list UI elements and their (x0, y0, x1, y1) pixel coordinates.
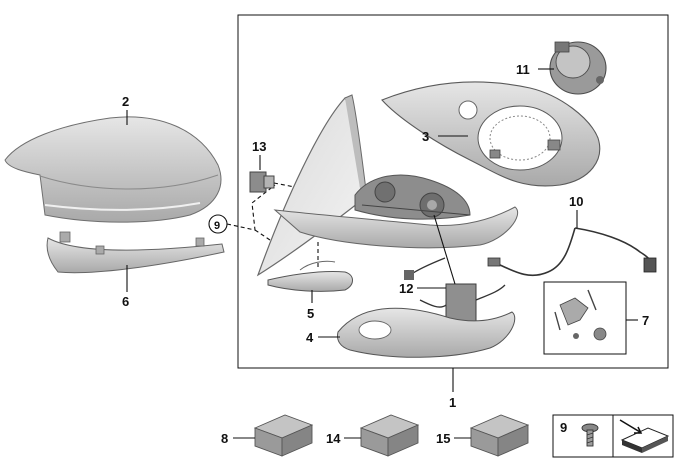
mirror-glass-icon (256, 94, 369, 277)
lower-trim-icon (337, 307, 516, 358)
callout-11: 11 (516, 62, 530, 77)
callout-5: 5 (307, 306, 314, 321)
callout-4: 4 (306, 330, 314, 345)
turn-signal-icon (46, 231, 225, 274)
callout-2: 2 (122, 94, 129, 109)
clip-set-icon (554, 289, 607, 341)
callout-7: 7 (642, 313, 649, 328)
housing-frame-icon (381, 81, 601, 187)
mirror-cap-icon (4, 116, 222, 223)
drive-motor-icon (549, 41, 607, 95)
screw-icon (581, 423, 599, 447)
box-part-icon (359, 414, 420, 457)
connector-icon (249, 171, 275, 193)
cover-piece-icon (267, 260, 353, 292)
callout-15: 15 (436, 431, 450, 446)
callout-10: 10 (569, 194, 583, 209)
callout-6: 6 (122, 294, 129, 309)
callout-9-left: 9 (214, 220, 220, 232)
clip-set-box (543, 281, 627, 355)
callout-3: 3 (422, 129, 429, 144)
callout-8: 8 (221, 431, 228, 446)
callout-12: 12 (399, 281, 413, 296)
plate-arrow-icon (619, 419, 670, 453)
dashed-leader-9 (226, 184, 276, 231)
callout-13: 13 (252, 139, 266, 154)
control-unit-icon (404, 257, 506, 325)
box-part-icon (469, 414, 530, 457)
wiring-harness-icon (487, 227, 657, 277)
callout-1: 1 (449, 395, 456, 410)
callout-14: 14 (326, 431, 341, 446)
callout-9-bottom: 9 (560, 420, 567, 435)
plate-box (612, 414, 674, 458)
mirror-base-icon (273, 174, 518, 249)
box-part-icon (253, 414, 314, 457)
